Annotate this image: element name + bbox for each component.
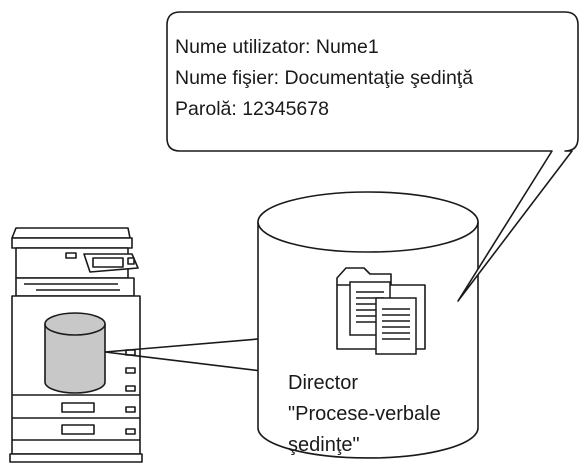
- folder-label-line1: Director: [288, 372, 359, 394]
- folder-label-line3: şedinţe": [288, 434, 360, 456]
- hard-disk-cylinder-icon: [44, 312, 106, 394]
- info-callout-bubble: [166, 11, 579, 302]
- folder-label-line2: "Procese-verbale: [288, 403, 441, 425]
- connector-lines: [104, 337, 271, 373]
- documents-icon: [349, 281, 417, 355]
- callout-password: Parolă: 12345678: [175, 98, 329, 120]
- callout-user-name: Nume utilizator: Nume1: [175, 36, 379, 58]
- callout-file-name: Nume fişier: Documentaţie şedinţă: [175, 67, 474, 89]
